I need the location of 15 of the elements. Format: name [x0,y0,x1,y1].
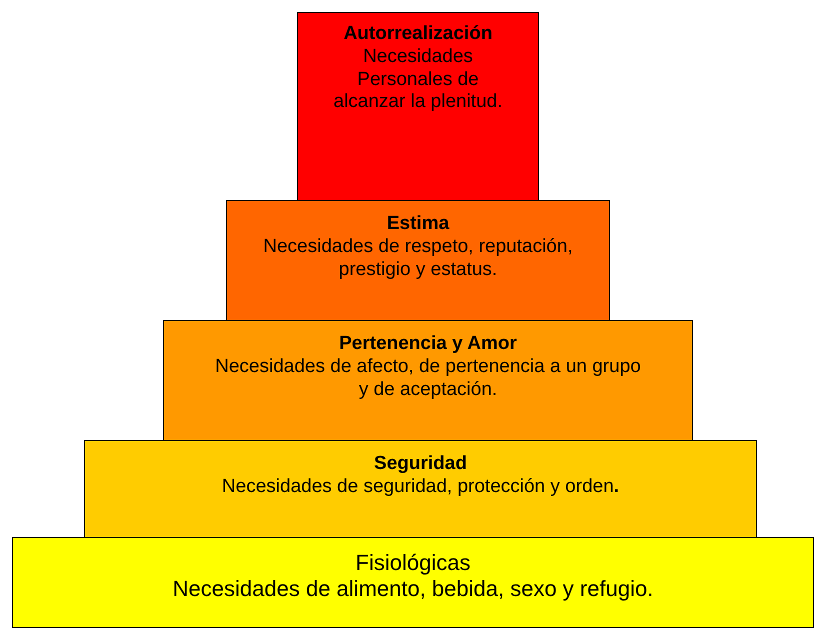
pyramid-tier [226,200,610,321]
pyramid-tier [163,320,693,441]
tier-heading: Pertenencia y Amor [339,333,517,356]
tier-heading: Seguridad [374,453,467,476]
tier-heading: Autorrealización [344,23,492,46]
tier-description: Necesidades de respeto, reputación, prestigio y estatus. [262,236,574,282]
tier-description: Necesidades Personales de alcanzar la plenitud. [333,46,503,114]
pyramid-tier [84,440,757,538]
tier-description: Necesidades de afecto, de pertenencia a un grupo y de aceptación. [214,356,642,402]
tier-description: Necesidades de alimento, bebida, sexo y refugio. [172,576,654,603]
pyramid-tier [297,12,539,201]
tier-heading: Fisiológicas [356,550,470,576]
tier-description: Necesidades de seguridad, protección y orden. [222,476,620,499]
tier-heading: Estima [386,213,450,236]
pyramid-tier [12,537,814,628]
